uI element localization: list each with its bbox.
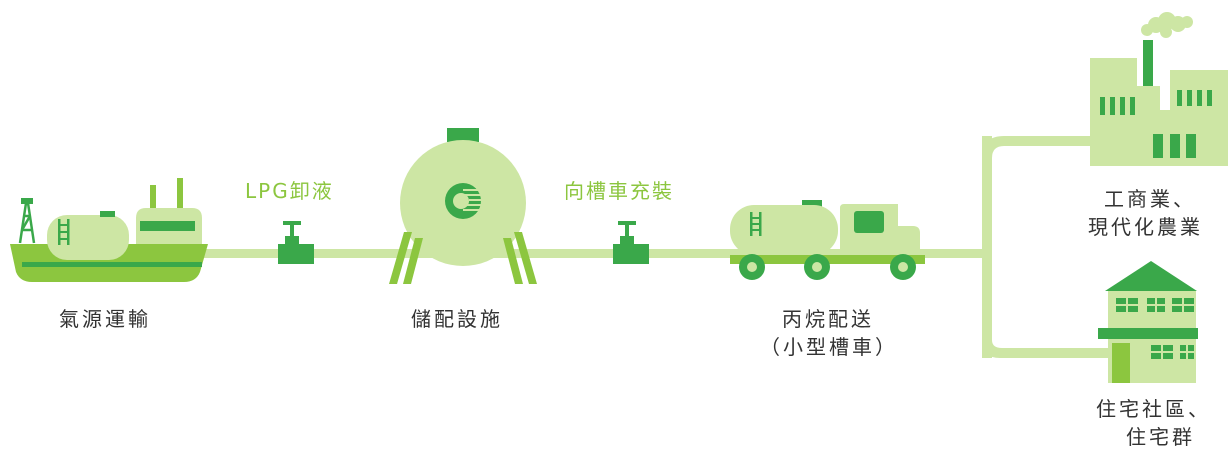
label-lpg-unloading: LPG卸液 — [245, 179, 334, 203]
tanker-truck-icon — [730, 200, 925, 280]
label-residential-complex: 住宅群 — [1126, 425, 1195, 449]
valve-icon — [278, 221, 314, 264]
label-industry: 工商業、 — [1104, 187, 1196, 211]
label-tanker-filling: 向槽車充裝 — [564, 179, 674, 203]
label-small-tanker: （小型槽車） — [760, 335, 898, 359]
label-modern-agriculture: 現代化農業 — [1088, 215, 1203, 239]
pipeline — [200, 136, 1110, 358]
label-residential-community: 住宅社區、 — [1096, 397, 1211, 421]
label-gas-source-transport: 氣源運輸 — [59, 307, 151, 331]
storage-tank-icon — [389, 128, 537, 284]
label-propane-delivery: 丙烷配送 — [782, 307, 874, 331]
label-storage-facility: 儲配設施 — [411, 307, 503, 331]
factory-icon — [1090, 12, 1228, 166]
house-icon — [1098, 261, 1198, 383]
ship-icon — [10, 178, 208, 282]
valve-icon — [613, 221, 649, 264]
